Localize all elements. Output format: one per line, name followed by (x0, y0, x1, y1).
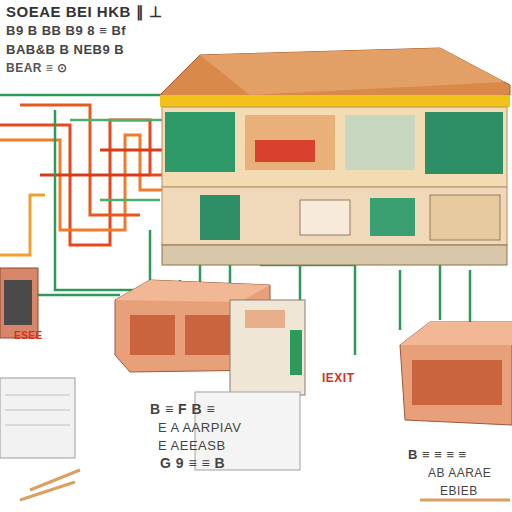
wall-green (425, 112, 503, 174)
pipe (55, 110, 180, 290)
floor-upper (162, 107, 507, 187)
pipe (40, 150, 165, 175)
pipe (70, 120, 175, 200)
garbled-label: E AEEASB (158, 439, 226, 453)
room (430, 195, 500, 240)
control-box (230, 300, 305, 395)
panel (370, 198, 415, 236)
white-units (0, 378, 510, 500)
unit-top (115, 280, 270, 302)
floor-lower (162, 187, 507, 245)
garbled-label: E A AARPIAV (158, 421, 241, 435)
unit-right (400, 322, 512, 425)
unit-box (0, 268, 38, 338)
foundation (162, 245, 507, 265)
door (200, 195, 240, 240)
room (245, 115, 335, 170)
control-panel (245, 310, 285, 328)
strip (20, 470, 80, 500)
garbled-label: ESEE (14, 330, 43, 341)
roof-top (200, 48, 505, 95)
garbled-label: B ≡ F B ≡ (150, 402, 215, 417)
pipe-stub (290, 330, 302, 375)
garbled-label: EBIEB (440, 485, 478, 498)
roof-trim (160, 95, 510, 107)
wall-green (165, 112, 235, 172)
room (345, 115, 415, 170)
roof (160, 48, 510, 110)
unit-top (400, 322, 512, 345)
pipe (20, 105, 140, 215)
pipe (0, 195, 45, 255)
garbled-label: BAB&B B ΝΕΒ9 B (6, 43, 124, 57)
garbled-label: SOEAE BEI HKB ∥ ⊥ (6, 4, 162, 21)
garbled-label: IEXIT (322, 372, 355, 385)
garbled-label: B9 B BB B9 8 ≡ Bf (6, 24, 126, 38)
garbled-label: B ≡ ≡ ≡ ≡ (408, 448, 467, 462)
white-box (0, 378, 75, 458)
garbled-label: BEAR ≡ ⊙ (6, 62, 68, 75)
unit-grille (185, 315, 230, 355)
unit-grille (4, 280, 32, 325)
unit-box (400, 322, 512, 425)
bed (255, 140, 315, 162)
unit-grille (412, 360, 502, 405)
strip (420, 499, 510, 502)
unit-center (115, 280, 305, 395)
vent-lines (5, 395, 70, 425)
garbled-label: G 9 ≡ ≡ B (160, 456, 225, 471)
garbled-label: AB AARAE (428, 467, 491, 480)
unit-left (0, 268, 38, 338)
unit-grille (130, 315, 175, 355)
house (160, 48, 510, 265)
window (300, 200, 350, 235)
